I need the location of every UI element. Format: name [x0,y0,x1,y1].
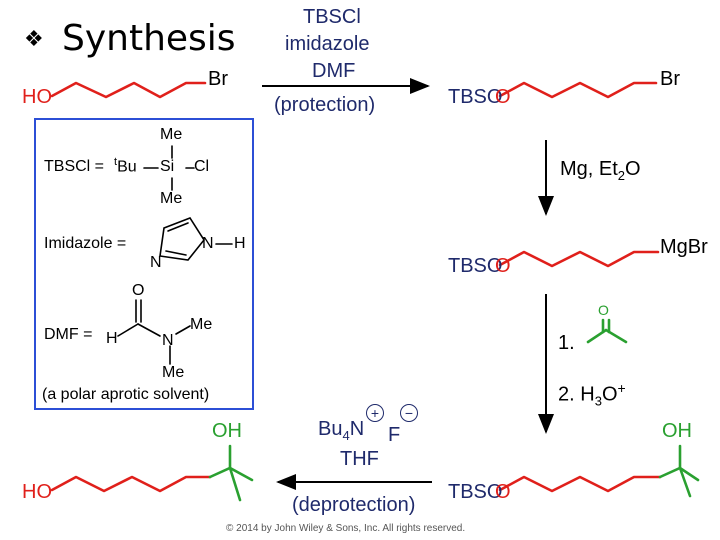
imidazole-def-label: Imidazole = [44,235,127,252]
dmf-me-right: Me [190,316,213,333]
me-top: Me [160,126,183,143]
deprotection-label: (deprotection) [292,494,416,516]
tbso-top-o: O [495,86,511,108]
tbu-group: tBu [114,156,137,176]
mgbr-label: MgBr [660,236,708,258]
me-bottom: Me [160,190,183,207]
step3-num-1: 1. [558,332,575,354]
tbaf-minus: − [400,404,418,422]
dmf-n: N [162,332,174,349]
reagent-dmf: DMF [312,60,356,82]
solvent-note: (a polar aprotic solvent) [42,386,210,403]
tbso-top: TBSO [448,86,503,108]
dmf-def-label: DMF = [44,326,93,343]
tbso-bottom: TBSO [448,481,503,503]
imidazole-n3: N [150,254,162,271]
bullet-icon: ❖ [24,26,44,51]
slide-title: Synthesis [62,18,236,59]
tbaf-plus: + [366,404,384,422]
step3-num-2: 2. H3O+ [558,380,626,409]
reagent-imidazole: imidazole [285,33,370,55]
acetone-bonds [586,328,628,344]
reagent-tbscl: TBSCl [303,6,361,28]
dmf-h: H [106,330,118,347]
product1-br: Br [660,68,680,90]
imidazole-n1: N [202,235,214,252]
start-br: Br [208,68,228,90]
dmf-o: O [132,282,145,299]
imidazole-ring [159,217,205,261]
dmf-me-bottom: Me [162,364,185,381]
tbaf-fluoride: F [388,424,401,446]
si-atom: Si [160,158,175,175]
cl-atom: Cl [194,158,210,175]
protected-bromide-chain [498,81,658,99]
product-ho: HO [22,481,52,503]
oh-right: OH [662,420,692,442]
diol-chain [50,475,212,493]
imidazole-h: H [234,235,246,252]
protected-alcohol-chain [498,475,662,493]
tbso-grignard: TBSO [448,255,503,277]
start-ho: HO [22,86,52,108]
bromobutanol-chain [50,81,207,99]
copyright: © 2014 by John Wiley & Sons, Inc. All ri… [226,523,466,534]
acetone-oxygen: O [598,302,609,318]
reagent-definitions-box [34,118,254,410]
tbaf-reagent: Bu4N [318,418,365,443]
thf-solvent: THF [340,448,379,470]
protection-label: (protection) [274,94,376,116]
tbso-grignard-o: O [495,255,511,277]
tbscl-def-label: TBSCl = [44,158,105,175]
mg-reagent: Mg, Et2O [560,158,641,183]
protected-alcohol-tertiary-carbon [658,466,700,482]
grignard-chain [498,250,660,268]
tbso-bottom-o: O [495,481,511,503]
oh-left: OH [212,420,242,442]
